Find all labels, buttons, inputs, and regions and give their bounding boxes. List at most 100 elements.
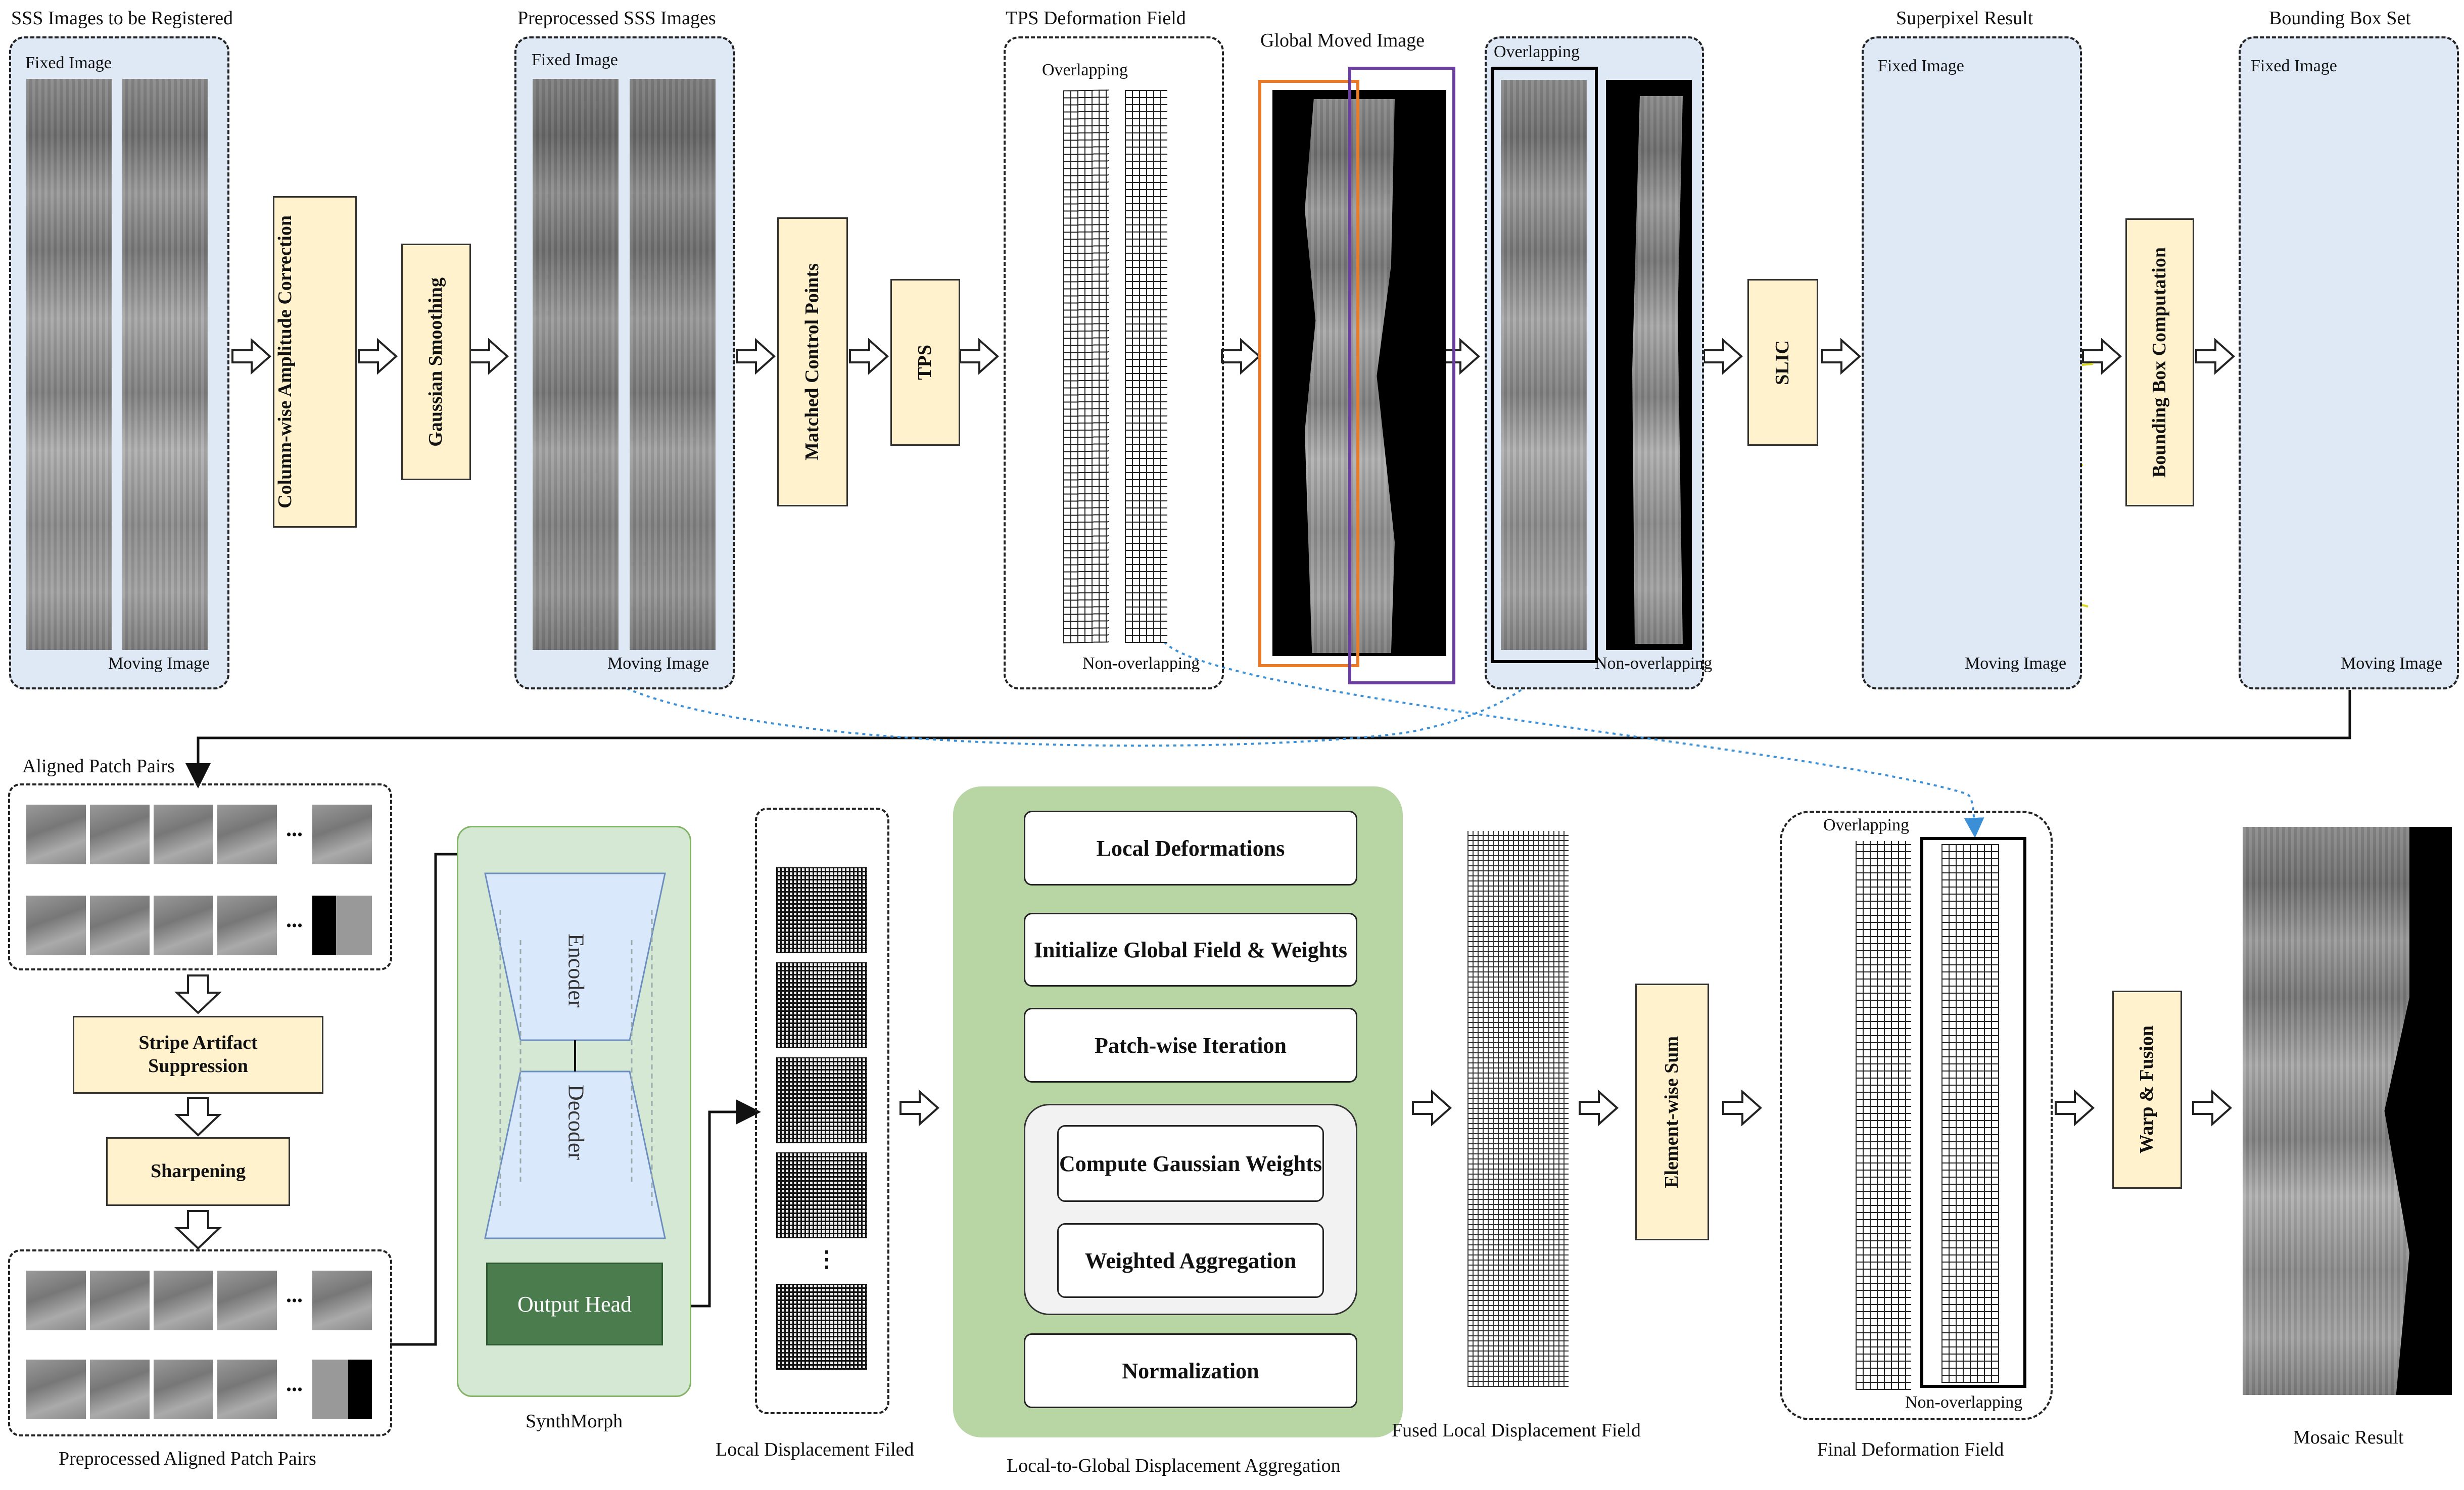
patch bbox=[26, 1360, 86, 1419]
tps-box: TPS bbox=[890, 279, 960, 446]
superpixel-panel bbox=[1862, 36, 2082, 689]
final-nonoverlap-label: Non-overlapping bbox=[1905, 1393, 2023, 1412]
patch bbox=[312, 805, 372, 864]
bbox-fixed-label: Fixed Image bbox=[2251, 57, 2337, 75]
patch bbox=[90, 896, 150, 955]
patch bbox=[90, 1360, 150, 1419]
hollow-arrows-bottom bbox=[899, 1089, 2233, 1127]
disp-dots: ⋮ bbox=[816, 1247, 838, 1272]
final-grid-left bbox=[1856, 841, 1911, 1390]
disp-patch-1 bbox=[776, 867, 867, 953]
sss-moving-strip bbox=[122, 79, 208, 650]
disp-patch-2 bbox=[776, 962, 867, 1048]
aligned-pairs-title: Aligned Patch Pairs bbox=[22, 756, 175, 777]
hollow-arrows-top bbox=[231, 338, 2236, 375]
connector-bbox-to-pairs bbox=[185, 690, 2351, 788]
bbox-moving-label: Moving Image bbox=[2341, 654, 2443, 673]
slic-box: SLIC bbox=[1747, 279, 1818, 446]
pre-moving-strip bbox=[630, 79, 716, 650]
dotted-link-2 bbox=[1163, 641, 1984, 838]
sss-fixed-strip bbox=[26, 79, 112, 650]
mosaic-image bbox=[2243, 827, 2409, 1395]
patch bbox=[154, 1360, 213, 1419]
patch bbox=[217, 1360, 277, 1419]
l2g-step-normalize: Normalization bbox=[1024, 1333, 1357, 1408]
patch bbox=[154, 1271, 213, 1330]
encoder-label: Encoder bbox=[563, 933, 589, 1008]
fused-caption: Fused Local Displacement Field bbox=[1392, 1420, 1641, 1441]
pre-fixed-label: Fixed Image bbox=[532, 51, 618, 69]
aligned-pairs-panel bbox=[8, 783, 392, 970]
overlap-panel-overlap-label: Overlapping bbox=[1494, 42, 1580, 61]
l2g-step-weighted: Weighted Aggregation bbox=[1057, 1223, 1324, 1298]
stripe-box: Stripe Artifact Suppression bbox=[73, 1016, 323, 1094]
sss-moving-label: Moving Image bbox=[108, 654, 210, 673]
output-head-box: Output Head bbox=[486, 1263, 663, 1345]
l2g-step-gauss: Compute Gaussian Weights bbox=[1057, 1125, 1324, 1202]
bbox-comp-box: Bounding Box Computation bbox=[2125, 218, 2194, 506]
disp-patch-5 bbox=[776, 1284, 867, 1370]
elem-sum-box: Element-wise Sum bbox=[1635, 984, 1709, 1240]
global-moved-title: Global Moved Image bbox=[1260, 30, 1425, 51]
tps-overlap-label: Overlapping bbox=[1042, 61, 1128, 79]
pre-aligned-dots-1: ... bbox=[286, 1282, 303, 1307]
patch bbox=[26, 1271, 86, 1330]
dotted-link-1 bbox=[575, 651, 1553, 747]
local-disp-caption: Local Displacement Filed bbox=[716, 1439, 914, 1460]
warp-fusion-box: Warp & Fusion bbox=[2112, 991, 2182, 1189]
pre-aligned-panel bbox=[8, 1249, 392, 1436]
disp-patch-4 bbox=[776, 1152, 867, 1238]
tps-field-panel bbox=[1004, 36, 1224, 689]
patch bbox=[26, 805, 86, 864]
overlap-panel-moved bbox=[1632, 96, 1683, 644]
patch bbox=[90, 805, 150, 864]
overlap-panel-outline bbox=[1491, 67, 1598, 663]
patch bbox=[312, 896, 372, 955]
tps-field-title: TPS Deformation Field bbox=[1006, 8, 1186, 29]
patch bbox=[217, 1271, 277, 1330]
aligned-dots-1: ... bbox=[286, 816, 303, 841]
sss-images-title: SSS Images to be Registered bbox=[11, 8, 233, 29]
l2g-step-init: Initialize Global Field & Weights bbox=[1024, 913, 1357, 987]
purple-region-box bbox=[1348, 67, 1455, 684]
col-amp-box: Column-wise Amplitude Correction bbox=[273, 196, 357, 528]
sharpen-box: Sharpening bbox=[106, 1137, 290, 1206]
pre-aligned-caption: Preprocessed Aligned Patch Pairs bbox=[59, 1448, 316, 1469]
aligned-dots-2: ... bbox=[286, 907, 303, 932]
decoder-label: Decoder bbox=[563, 1084, 589, 1160]
overlap-panel-fixed bbox=[1501, 80, 1587, 650]
orange-region-box bbox=[1258, 80, 1359, 667]
patch bbox=[26, 896, 86, 955]
final-overlap-label: Overlapping bbox=[1823, 816, 1909, 834]
superpixel-moving-label: Moving Image bbox=[1965, 654, 2067, 673]
matched-cp-box: Matched Control Points bbox=[777, 217, 848, 506]
preprocessed-title: Preprocessed SSS Images bbox=[517, 8, 716, 29]
gauss-smooth-box: Gaussian Smoothing bbox=[401, 244, 471, 480]
final-field-panel bbox=[1780, 811, 2053, 1420]
patch bbox=[90, 1271, 150, 1330]
overlap-panel-nonoverlap-label: Non-overlapping bbox=[1595, 654, 1713, 673]
pre-aligned-dots-2: ... bbox=[286, 1371, 303, 1396]
patch bbox=[154, 805, 213, 864]
final-nonoverlap-outline bbox=[1920, 837, 2026, 1388]
l2g-step-iteration: Patch-wise Iteration bbox=[1024, 1008, 1357, 1083]
patch bbox=[312, 1360, 372, 1419]
fused-field-grid bbox=[1467, 831, 1569, 1387]
pre-moving-label: Moving Image bbox=[607, 654, 709, 673]
synthmorph-caption: SynthMorph bbox=[526, 1411, 623, 1432]
tps-grid-right bbox=[1125, 90, 1167, 643]
sss-fixed-label: Fixed Image bbox=[25, 54, 112, 72]
patch bbox=[217, 896, 277, 955]
bbox-set-title: Bounding Box Set bbox=[2269, 8, 2411, 29]
superpixel-fixed-label: Fixed Image bbox=[1878, 57, 1964, 75]
patch bbox=[312, 1271, 372, 1330]
superpixel-title: Superpixel Result bbox=[1896, 8, 2033, 29]
final-grid-right bbox=[1941, 844, 1999, 1383]
patch bbox=[154, 896, 213, 955]
bbox-set-panel bbox=[2239, 36, 2459, 689]
disp-patch-3 bbox=[776, 1057, 867, 1143]
tps-nonoverlap-label: Non-overlapping bbox=[1082, 654, 1200, 673]
l2g-step-local-def: Local Deformations bbox=[1024, 811, 1357, 886]
local-disp-panel bbox=[755, 808, 889, 1414]
